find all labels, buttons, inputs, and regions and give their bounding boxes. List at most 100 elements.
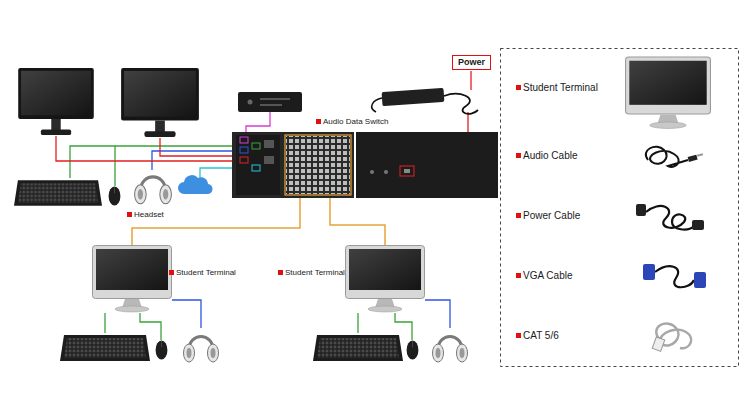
power-cable-picture: [636, 204, 704, 230]
legend-row: CAT 5/6: [523, 330, 559, 342]
bullet-square: [516, 153, 521, 158]
bullet-square: [516, 85, 521, 90]
legend-text: Power Cable: [523, 210, 580, 221]
illustration-part: [252, 143, 260, 149]
illustration-part: [356, 132, 498, 198]
illustration-part: [240, 147, 248, 153]
student-terminal-picture: [346, 246, 425, 313]
power-adapter: [372, 88, 478, 114]
legend-row: Student Terminal: [523, 82, 598, 94]
illustration-part: [643, 264, 655, 280]
wires: [56, 71, 471, 340]
illustration-part: [160, 138, 240, 156]
illustration-part: [636, 204, 646, 216]
label-row: Headset: [134, 210, 164, 220]
illustration-part: [372, 98, 382, 112]
terminal-box: Student Terminal: [90, 245, 258, 315]
illustration-part: [652, 337, 665, 351]
illustration-part: [240, 157, 248, 163]
bullet-square: [516, 333, 521, 338]
illustration-part: [172, 300, 201, 328]
legend-text: Student Terminal: [523, 82, 598, 93]
illustration-part: [238, 92, 302, 112]
legend-text: Audio Cable: [523, 150, 577, 161]
device-label: Audio Data Switch: [323, 117, 388, 127]
bullet-square: [316, 119, 321, 124]
cat-cable-connector: [132, 198, 300, 245]
switch-box: Audio Data Switch: [232, 114, 404, 198]
legend-text: CAT 5/6: [523, 330, 559, 341]
illustration-part: [236, 135, 280, 195]
illustration-part: [252, 165, 260, 171]
monitor: [121, 68, 199, 137]
bullet-square: [278, 270, 283, 275]
audio-data-switch: [232, 132, 354, 198]
illustration-part: [384, 170, 388, 174]
illustration-part: [56, 136, 240, 161]
legend-panel: [501, 49, 739, 367]
mouse: [407, 340, 419, 359]
bullet-square: [516, 273, 521, 278]
illustration-part: [382, 88, 445, 106]
illustration-part: [444, 94, 478, 114]
illustration-part: [370, 170, 374, 174]
illustration-part: [694, 272, 706, 288]
keyboard: [60, 335, 150, 361]
illustration-part: [655, 266, 694, 287]
illustration-part: [104, 313, 105, 333]
vga-cable-picture: [643, 264, 706, 288]
device-label: Student Terminal: [285, 268, 345, 278]
illustration-part: [404, 169, 410, 173]
student-terminal-picture: [626, 57, 711, 128]
power-label: Power: [458, 57, 485, 68]
audio-cable-picture: [646, 147, 703, 167]
illustration-part: [248, 100, 253, 105]
bullet-square: [127, 212, 132, 217]
bullet-square: [516, 213, 521, 218]
illustration-part: [688, 155, 698, 162]
illustration-part: [470, 71, 471, 90]
illustration-part: [264, 140, 274, 148]
monitor: [18, 68, 94, 135]
mouse: [156, 340, 168, 359]
illustration-part: [286, 136, 350, 194]
headset-picture: [135, 177, 172, 204]
illustration-part: [285, 135, 351, 195]
illustration-part: [357, 313, 358, 333]
legend-row: Audio Cable: [523, 150, 577, 162]
illustration-part: [692, 220, 704, 230]
illustration-part: [240, 137, 248, 143]
remote-control: [238, 92, 302, 112]
illustration-part: [70, 146, 240, 178]
illustration-part: [400, 166, 414, 176]
illustration-part: [264, 156, 274, 164]
bullet-square: [169, 270, 174, 275]
device-label: Student Terminal: [176, 268, 236, 278]
student-terminal-picture: [93, 246, 172, 313]
cat-cable-picture: [652, 324, 691, 352]
cloud: [178, 175, 213, 194]
illustration-part: [260, 104, 282, 106]
legend-row: VGA Cable: [523, 270, 572, 282]
legend-text: VGA Cable: [523, 270, 572, 281]
part-label: Headset: [134, 210, 164, 219]
mouse: [109, 186, 121, 205]
illustration-part: [178, 175, 213, 194]
legend-row: Power Cable: [523, 210, 580, 222]
keyboard: [313, 335, 403, 361]
terminal-box: Student Terminal: [276, 245, 428, 315]
illustration-part: [114, 146, 115, 186]
headset-picture: [433, 337, 468, 363]
illustration-part: [260, 98, 290, 100]
keyboard: [14, 180, 102, 205]
illustration-part: [697, 153, 703, 156]
rack-unit: [356, 132, 498, 198]
illustration-part: [425, 300, 450, 328]
illustration-part: [646, 147, 688, 167]
illustration-part: [646, 206, 694, 230]
